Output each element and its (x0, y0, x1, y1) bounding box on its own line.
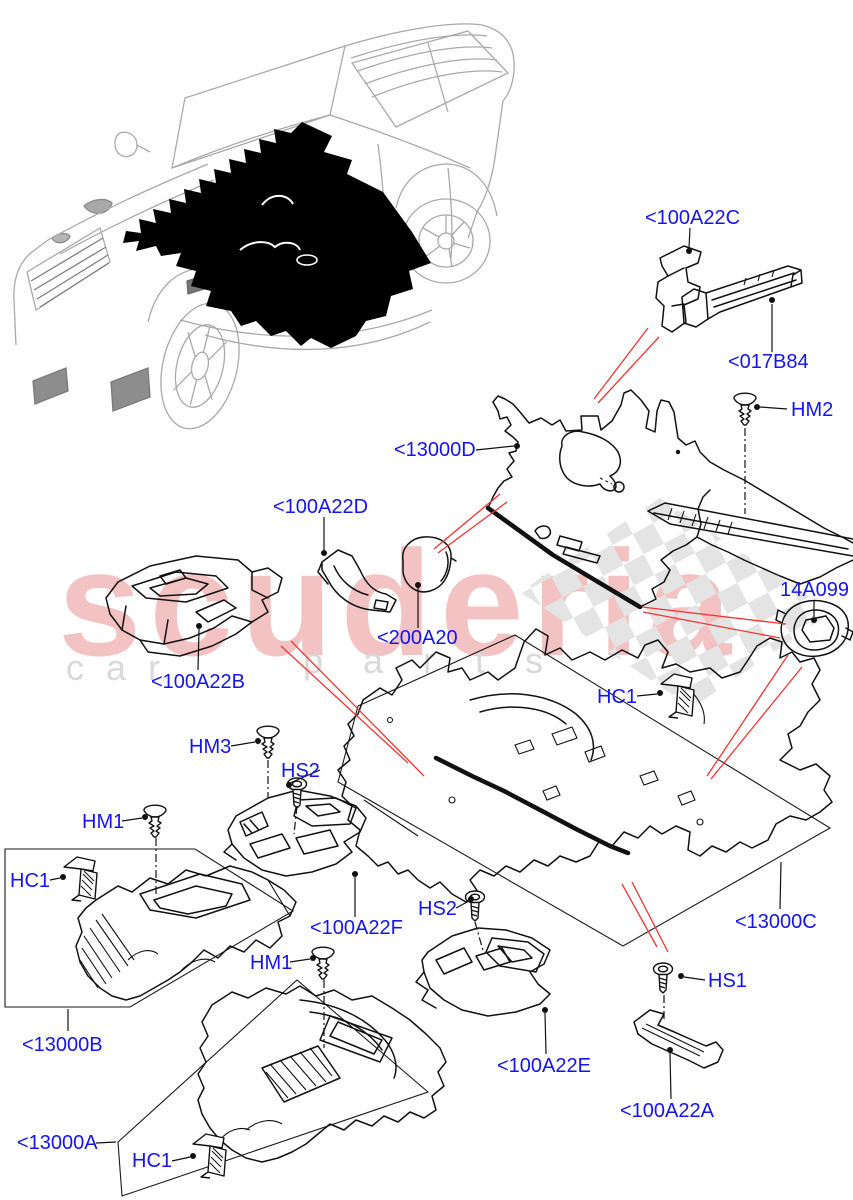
part-13000C-carpet (337, 628, 833, 903)
floor-covering-silhouette (123, 122, 431, 348)
callout-100A22A[interactable]: <100A22A (620, 1100, 715, 1122)
callout-HM1-1[interactable]: HM1 (82, 811, 124, 833)
part-13000A-carpet (197, 985, 447, 1163)
callout-13000B[interactable]: <13000B (22, 1034, 103, 1056)
callout-100A22C[interactable]: <100A22C (645, 207, 740, 229)
hs1-screw-icon (652, 962, 674, 994)
part-100A22A-sill (633, 1009, 724, 1069)
hm1-push-pin-icon (143, 804, 167, 838)
part-017B84-rail (681, 265, 803, 328)
callout-HC1-2[interactable]: HC1 (10, 870, 50, 892)
callout-14A099[interactable]: 14A099 (780, 579, 849, 601)
callout-leader-lines (49, 227, 817, 1162)
red-pointer-lines (280, 327, 803, 953)
callout-13000A[interactable]: <13000A (17, 1132, 98, 1154)
watermark-subtitle-left: c a r (66, 647, 166, 688)
hc1c-clip-icon (192, 1133, 227, 1179)
callout-HM3[interactable]: HM3 (189, 736, 231, 758)
watermark: scuderia c a r p a r t s (58, 498, 832, 708)
callout-HS2-2[interactable]: HS2 (418, 898, 457, 920)
callout-HS1[interactable]: HS1 (708, 970, 747, 992)
part-200A20-pad (402, 536, 457, 593)
watermark-subtitle-right: p a r t s (303, 640, 558, 681)
hm1b-push-pin-icon (311, 946, 335, 980)
group-box-13000C (337, 634, 832, 947)
part-14A099-grommet (775, 599, 853, 658)
vehicle-outline (13, 23, 515, 430)
callout-100A22E[interactable]: <100A22E (497, 1055, 591, 1077)
hc1-clip-icon (660, 673, 695, 719)
part-100A22E-support (415, 927, 551, 1017)
hm2-push-pin-icon (733, 392, 757, 426)
callout-100A22F[interactable]: <100A22F (310, 917, 403, 939)
hs2b-screw-icon (464, 890, 486, 922)
callout-100A22D[interactable]: <100A22D (273, 496, 368, 518)
part-100A22F-support (223, 789, 367, 877)
callout-HM2[interactable]: HM2 (791, 399, 833, 421)
callout-labels: <100A22C <017B84 HM2 <13000D <100A22D <2… (10, 207, 849, 1172)
callout-HS2-1[interactable]: HS2 (281, 760, 320, 782)
callout-HC1-3[interactable]: HC1 (132, 1150, 172, 1172)
part-13000B-carpet (75, 865, 297, 1001)
callout-HC1-1[interactable]: HC1 (597, 686, 637, 708)
part-100A22B-bracket (105, 555, 283, 657)
hc1b-clip-icon (63, 856, 98, 902)
part-100A22D-bracket (317, 549, 397, 613)
callout-200A20[interactable]: <200A20 (377, 627, 458, 649)
callout-13000D[interactable]: <13000D (394, 439, 476, 461)
group-box-13000B (4, 848, 295, 1008)
callout-017B84[interactable]: <017B84 (728, 351, 809, 373)
checkered-flag-watermark (520, 498, 832, 708)
callout-100A22B[interactable]: <100A22B (151, 671, 245, 693)
callout-13000C[interactable]: <13000C (735, 911, 817, 933)
callout-HM1-2[interactable]: HM1 (250, 952, 292, 974)
part-13000D-floor-insulation (485, 389, 853, 610)
group-box-13000A (117, 979, 430, 1197)
fastener-axis-lines (155, 428, 746, 1048)
